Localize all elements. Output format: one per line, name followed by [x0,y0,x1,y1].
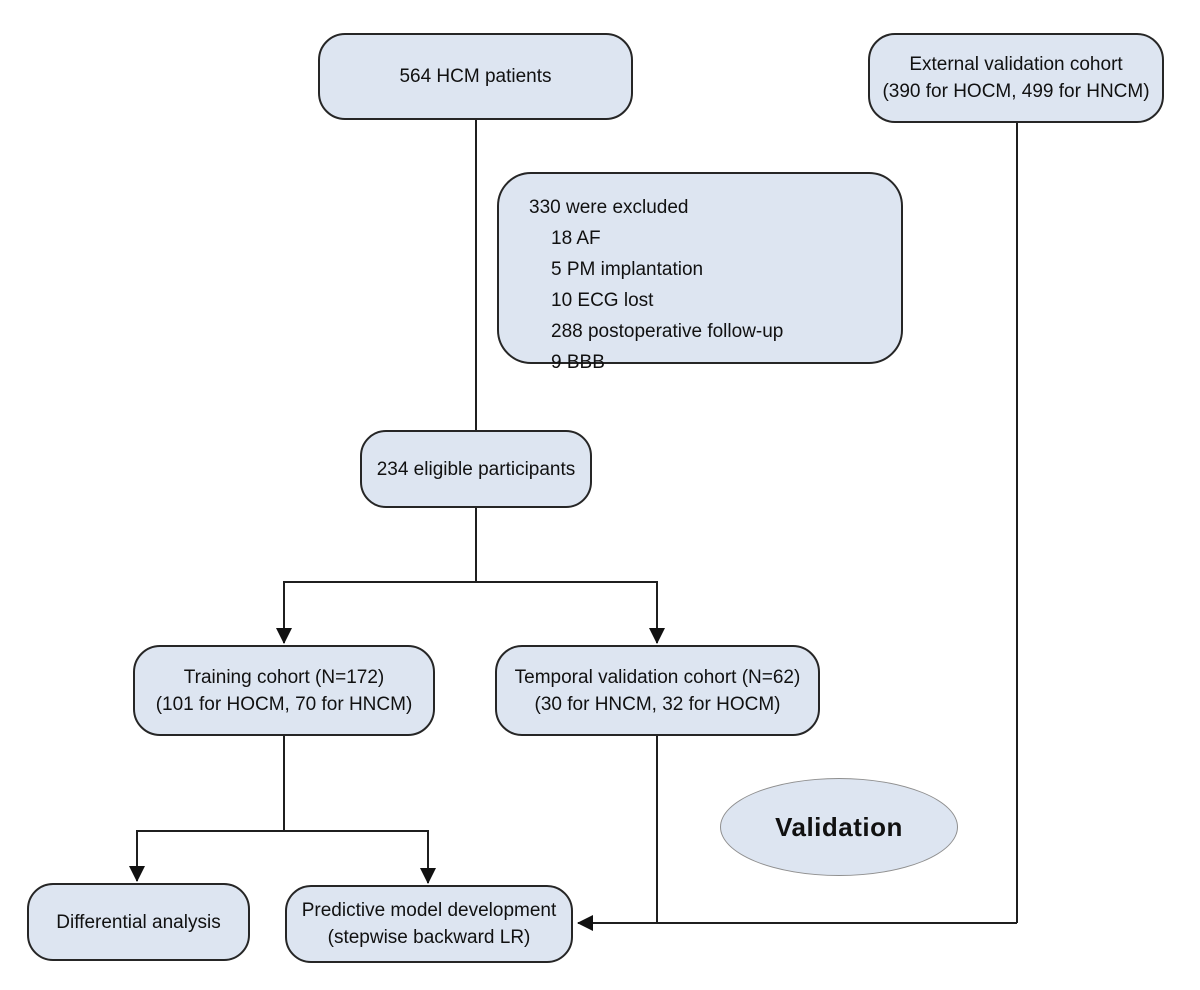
node-external-validation-cohort: External validation cohort (390 for HOCM… [868,33,1164,123]
differential-label: Differential analysis [56,911,221,933]
excluded-item: 10 ECG lost [551,290,654,311]
excluded-item: 9 BBB [551,352,605,373]
eligible-label: 234 eligible participants [376,458,576,480]
hcm-patients-label: 564 HCM patients [399,66,552,87]
node-eligible-participants: 234 eligible participants [360,430,592,508]
excluded-item: 5 PM implantation [551,259,704,280]
predictive-line2: (stepwise backward LR) [327,927,531,948]
node-training-cohort: Training cohort (N=172) (101 for HOCM, 7… [133,645,435,736]
excluded-title: 330 were excluded [529,197,689,218]
validation-ellipse: Validation [720,778,958,876]
external-validation-line1: External validation cohort [909,54,1123,75]
temporal-line2: (30 for HNCM, 32 for HOCM) [534,693,781,715]
validation-label: Validation [775,811,903,842]
excluded-item: 288 postoperative follow-up [551,321,784,342]
training-line2: (101 for HOCM, 70 for HNCM) [155,693,413,715]
node-excluded: 330 were excluded 18 AF 5 PM implantatio… [497,172,903,373]
predictive-line1: Predictive model development [301,900,557,921]
temporal-line1: Temporal validation cohort (N=62) [514,666,801,688]
node-temporal-validation-cohort: Temporal validation cohort (N=62) (30 fo… [495,645,820,736]
training-line1: Training cohort (N=172) [183,666,385,688]
node-predictive-model: Predictive model development (stepwise b… [285,885,573,963]
node-differential-analysis: Differential analysis [27,883,250,961]
excluded-item: 18 AF [551,228,601,249]
node-hcm-patients: 564 HCM patients [318,33,633,120]
external-validation-line2: (390 for HOCM, 499 for HNCM) [882,81,1150,102]
